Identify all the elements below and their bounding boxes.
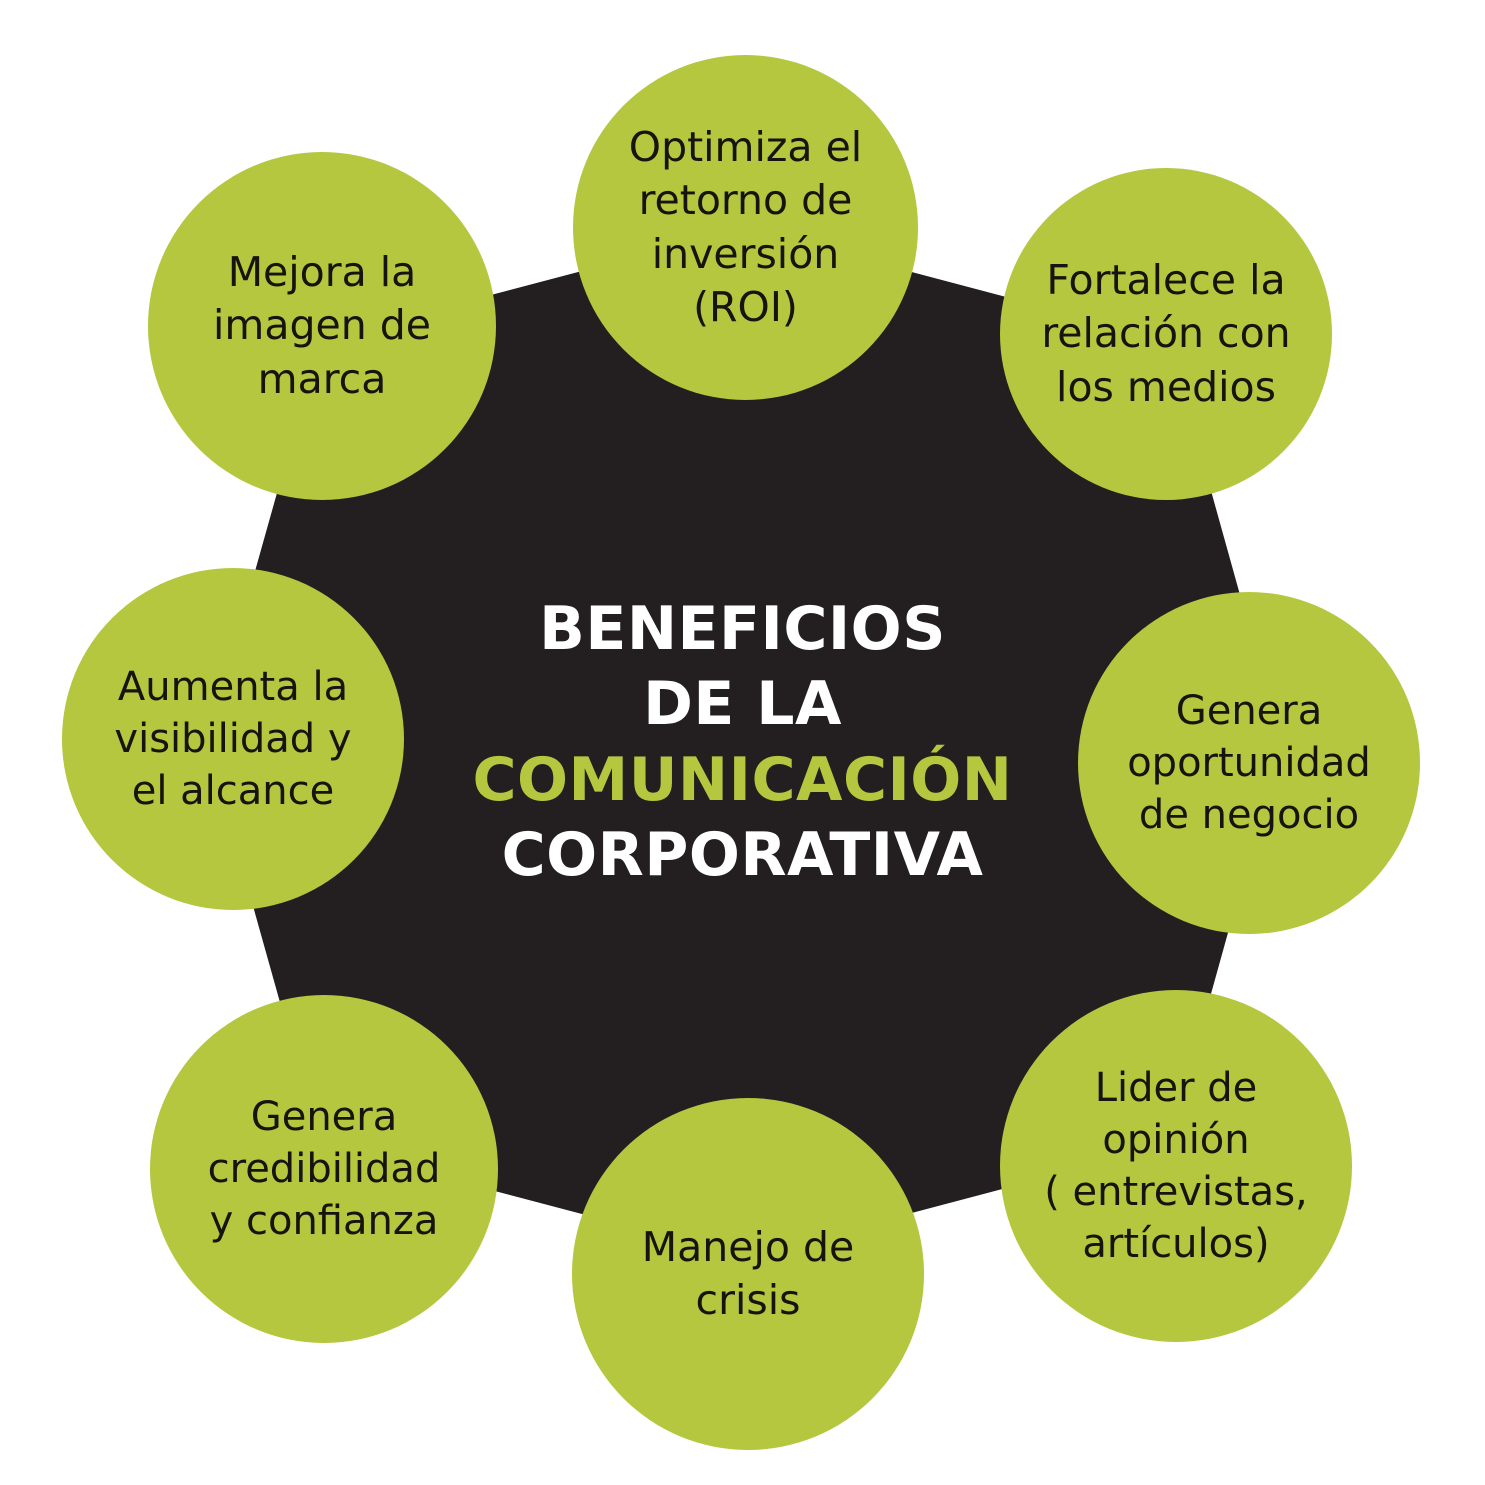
title-line-2: DE LA (643, 668, 842, 739)
benefit-bubble-thought-leader[interactable]: Lider de opinión ( entrevistas, artículo… (1000, 990, 1352, 1342)
benefit-bubble-label: Aumenta la visibilidad y el alcance (114, 664, 352, 814)
page-title: BENEFICIOS DE LA COMUNICACIÓN CORPORATIV… (433, 591, 1053, 893)
title-line-3: COMUNICACIÓN (472, 744, 1013, 815)
title-line-1: BENEFICIOS (539, 593, 946, 664)
title-line-4: CORPORATIVA (501, 820, 984, 891)
benefit-bubble-crisis-management[interactable]: Manejo de crisis (572, 1098, 924, 1450)
benefit-bubble-media-relations[interactable]: Fortalece la relación con los medios (1000, 168, 1332, 500)
benefit-bubble-credibility[interactable]: Genera credibilidad y confianza (150, 995, 498, 1343)
benefit-bubble-visibility[interactable]: Aumenta la visibilidad y el alcance (62, 568, 404, 910)
benefit-bubble-label: Manejo de crisis (641, 1222, 855, 1324)
benefit-bubble-label: Lider de opinión ( entrevistas, artículo… (1044, 1065, 1308, 1267)
benefit-bubble-label: Genera oportunidad de negocio (1127, 688, 1371, 838)
benefit-bubble-roi[interactable]: Optimiza el retorno de inversión (ROI) (573, 55, 918, 400)
benefit-bubble-label: Mejora la imagen de marca (213, 248, 431, 403)
benefit-bubble-business-opportunity[interactable]: Genera oportunidad de negocio (1078, 592, 1420, 934)
benefit-bubble-label: Genera credibilidad y confianza (207, 1094, 441, 1244)
benefit-bubble-brand-image[interactable]: Mejora la imagen de marca (148, 152, 496, 500)
benefit-bubble-label: Fortalece la relación con los medios (1041, 256, 1291, 411)
benefit-bubble-label: Optimiza el retorno de inversión (ROI) (628, 122, 863, 331)
